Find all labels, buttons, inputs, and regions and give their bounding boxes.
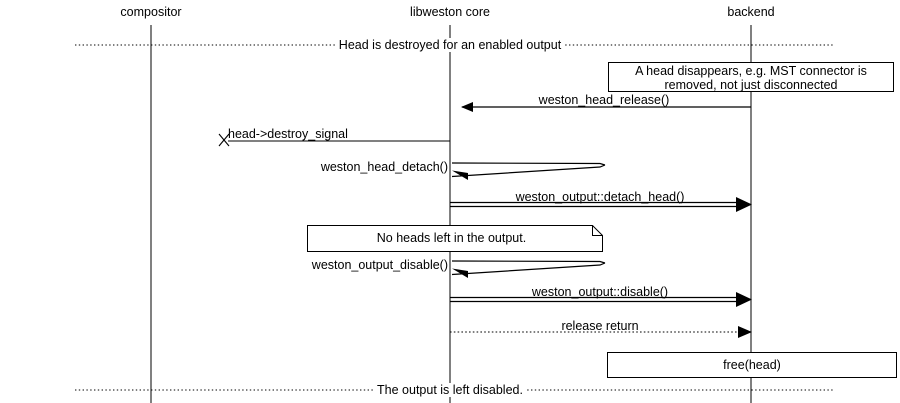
separator-label-bottom: The output is left disabled. — [374, 383, 526, 397]
message-label-release-return: release return — [561, 319, 639, 333]
message-arrow-head-destroy-signal — [218, 133, 450, 147]
note-box-no-heads-left — [307, 225, 603, 252]
message-label-head-destroy-signal: head->destroy_signal — [228, 127, 348, 141]
message-arrow-weston-output-disable-self — [451, 260, 606, 278]
note-label-free-head: free(head) — [723, 358, 781, 372]
message-arrow-release-return — [450, 326, 752, 338]
participant-label-compositor: compositor — [120, 5, 182, 19]
message-arrow-weston-head-detach — [451, 162, 606, 180]
message-arrow-weston-output-detach-head — [450, 197, 752, 212]
message-label-weston-output-disable-backend: weston_output::disable() — [531, 285, 669, 299]
message-arrow-weston-output-disable-backend — [450, 292, 752, 307]
note-label-no-heads-left: No heads left in the output. — [376, 231, 527, 245]
message-label-weston-output-disable-self: weston_output_disable() — [311, 258, 448, 272]
message-label-weston-output-detach-head: weston_output::detach_head() — [515, 190, 685, 204]
participant-label-backend: backend — [727, 5, 775, 19]
note-box-head-disappears — [608, 62, 894, 92]
participant-label-libweston-core: libweston core — [410, 5, 490, 19]
note-label-head-disappears-line1: A head disappears, e.g. MST connector is — [635, 64, 867, 78]
note-box-free-head — [607, 352, 897, 378]
message-label-weston-head-release: weston_head_release() — [538, 93, 670, 107]
note-label-head-disappears-line2: removed, not just disconnected — [664, 78, 838, 92]
separator-label-top: Head is destroyed for an enabled output — [335, 38, 565, 52]
message-label-weston-head-detach: weston_head_detach() — [320, 160, 448, 174]
